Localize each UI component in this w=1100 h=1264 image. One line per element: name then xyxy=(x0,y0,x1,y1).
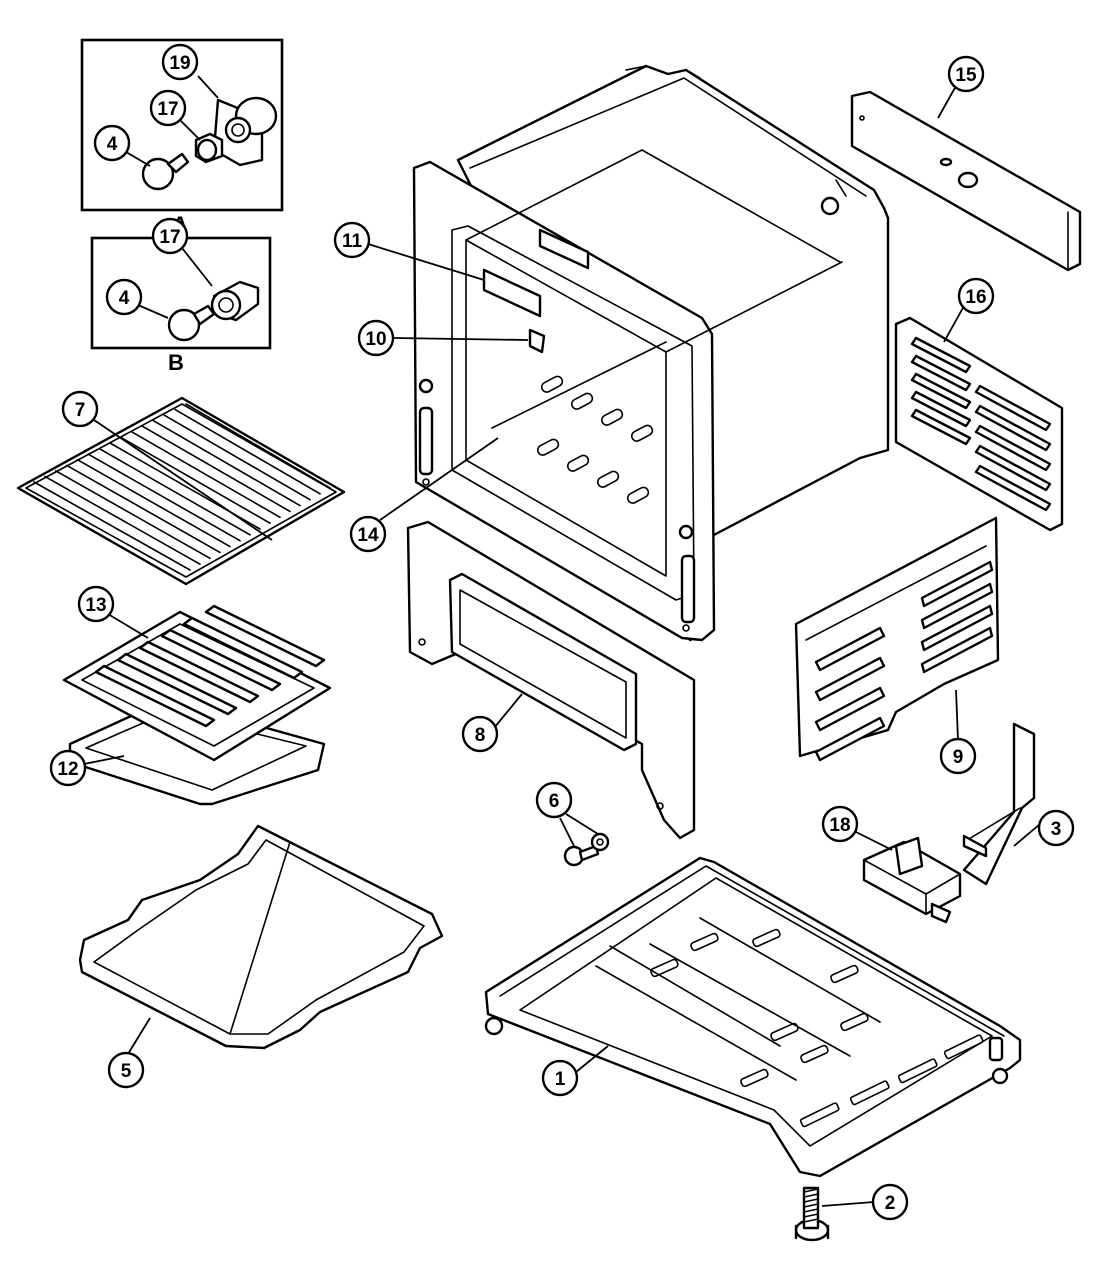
callout-7 xyxy=(61,390,99,428)
rack-supports xyxy=(536,375,654,504)
broiler-grid-13 xyxy=(62,604,332,762)
leveling-leg-2 xyxy=(794,1186,830,1242)
oven-cavity xyxy=(412,64,890,642)
inset-b-label: B xyxy=(168,350,184,375)
callout-9-label: 9 xyxy=(953,747,964,768)
rear-top-panel-15 xyxy=(850,90,1082,272)
callout-19-label: 19 xyxy=(169,53,190,74)
callout-17-a xyxy=(149,89,187,127)
callout-17-b-label: 17 xyxy=(159,227,180,248)
callout-16-label: 16 xyxy=(965,287,986,308)
control-module-18 xyxy=(862,836,962,924)
callout-15 xyxy=(947,55,985,93)
callout-4-a-label: 4 xyxy=(107,134,118,155)
callout-18-label: 18 xyxy=(829,815,850,836)
oven-rack-7: 7 xyxy=(16,390,346,586)
callout-14 xyxy=(349,515,387,553)
callout-6 xyxy=(535,781,573,819)
side-insulation-panel-16 xyxy=(894,316,1064,532)
lamp-socket-17-a xyxy=(194,132,224,164)
callout-10 xyxy=(357,319,395,357)
callout-11 xyxy=(333,221,371,259)
callout-13 xyxy=(77,585,115,623)
callout-8-label: 8 xyxy=(475,725,486,746)
callout-15-label: 15 xyxy=(955,65,977,86)
callout-2-label: 2 xyxy=(885,1193,896,1214)
callout-1-label: 1 xyxy=(555,1069,566,1090)
light-bulb-4-b xyxy=(167,304,216,342)
callout-3 xyxy=(1037,809,1075,847)
callout-4-b-label: 4 xyxy=(119,288,130,309)
callout-5 xyxy=(107,1051,145,1089)
callout-5-label: 5 xyxy=(121,1061,132,1082)
rack-clip-10 xyxy=(528,328,546,354)
callout-16 xyxy=(957,277,995,315)
inset-a-frame xyxy=(80,38,284,212)
lamp-socket-housing-19 xyxy=(212,96,278,167)
callout-4-a xyxy=(93,124,131,162)
callout-12 xyxy=(49,749,87,787)
callout-1 xyxy=(541,1059,579,1097)
callout-9 xyxy=(939,737,977,775)
callout-10-label: 10 xyxy=(365,329,386,350)
callout-17-a-label: 17 xyxy=(157,99,178,120)
callout-17-b xyxy=(151,217,189,255)
oven-base-1 xyxy=(484,856,1022,1178)
lower-front-panel-8 xyxy=(406,520,696,840)
light-bulb-4-a xyxy=(141,152,190,191)
callout-12-label: 12 xyxy=(57,759,78,780)
callout-13-label: 13 xyxy=(85,595,106,616)
storage-drawer-5: 5 xyxy=(78,824,444,1089)
callout-4-b xyxy=(105,278,143,316)
inset-b: B 17 4 xyxy=(90,217,272,375)
side-panel-9 xyxy=(794,516,1000,762)
lamp-socket-17-b xyxy=(210,280,260,322)
callout-14-label: 14 xyxy=(357,525,379,546)
callout-2 xyxy=(871,1183,909,1221)
callout-8 xyxy=(461,715,499,753)
callout-19 xyxy=(161,43,199,81)
light-lens-11 xyxy=(482,268,542,318)
callout-7-label: 7 xyxy=(75,400,86,421)
callout-6-label: 6 xyxy=(549,791,560,812)
mounting-bracket-3 xyxy=(962,722,1036,886)
callout-18 xyxy=(821,805,859,843)
callout-3-label: 3 xyxy=(1051,819,1062,840)
screw-and-washer-6 xyxy=(563,832,610,867)
callout-11-label: 11 xyxy=(342,231,363,252)
inset-a: A 19 17 4 xyxy=(80,38,284,237)
